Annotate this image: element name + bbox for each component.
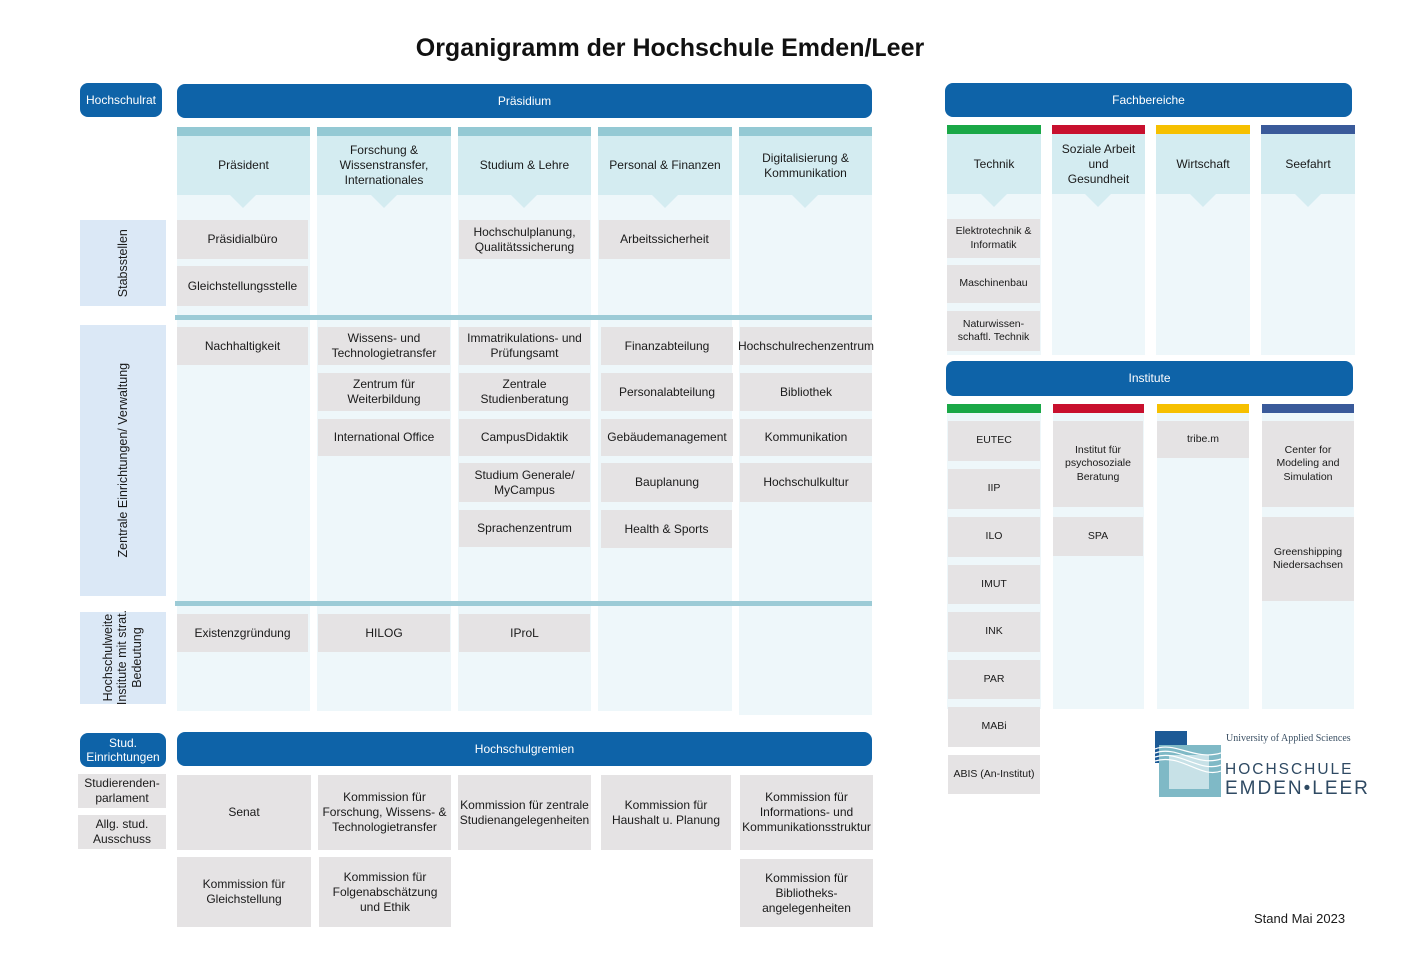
box-kommunikation: Kommunikation: [740, 419, 872, 456]
column-head-forschung: Forschung & Wissenstransfer, Internation…: [317, 136, 451, 195]
box-rechenzentrum: Hochschulrechenzentrum: [738, 327, 874, 365]
down-arrow-icon: [652, 195, 678, 208]
hochschulgremien-header: Hochschulgremien: [177, 732, 872, 766]
column-stripe: [317, 127, 451, 136]
stripe-seefahrt: [1262, 404, 1354, 413]
down-arrow-icon: [511, 195, 537, 208]
box-arbeitssicherheit: Arbeitssicherheit: [599, 220, 730, 259]
box-gebaeudemanagement: Gebäudemanagement: [601, 419, 733, 456]
stripe-soziale-arbeit: [1053, 404, 1144, 413]
logo-name-line2: EMDEN•LEER: [1225, 778, 1370, 799]
box-praesidialbuero: Präsidialbüro: [177, 220, 308, 259]
side-label-institute: Hochschulweite Institute mit strat. Bede…: [80, 610, 166, 706]
box-studierendenparlament: Studierenden-parlament: [78, 774, 166, 808]
box-kommission-bibliothek: Kommission für Bibliotheks-angelegenheit…: [740, 859, 873, 927]
column-head-technik: Technik: [947, 134, 1041, 194]
box-senat: Senat: [177, 775, 311, 850]
column-head-studium: Studium & Lehre: [458, 136, 591, 195]
box-eutec: EUTEC: [948, 421, 1040, 461]
column-head-personal: Personal & Finanzen: [598, 136, 732, 195]
box-center-modeling: Center for Modeling and Simulation: [1262, 421, 1354, 507]
side-label-zentrale: Zentrale Einrichtungen/ Verwaltung: [80, 325, 166, 596]
column-head-seefahrt: Seefahrt: [1261, 134, 1355, 194]
box-abis: ABIS (An-Institut): [948, 755, 1040, 794]
box-studienberatung: Zentrale Studienberatung: [459, 373, 590, 411]
box-ink: INK: [948, 612, 1040, 652]
box-gleichstellungsstelle: Gleichstellungsstelle: [177, 266, 308, 306]
box-mabi: MABi: [948, 707, 1040, 747]
stud-einrichtungen-header: Stud. Einrichtungen: [80, 733, 166, 767]
column-stripe: [739, 127, 872, 136]
box-kommission-studienangelegenheiten: Kommission für zentrale Studienangelegen…: [458, 775, 591, 850]
down-arrow-icon: [371, 195, 397, 208]
box-kommission-forschung: Kommission für Forschung, Wissens- & Tec…: [318, 775, 451, 850]
box-kommission-ethik: Kommission für Folgenabschätzung und Eth…: [319, 857, 451, 927]
fachbereiche-header: Fachbereiche: [945, 83, 1352, 117]
box-tribe-m: tribe.m: [1157, 421, 1249, 458]
down-arrow-icon: [230, 195, 256, 208]
column-stripe: [177, 127, 310, 136]
column-stripe: [598, 127, 732, 136]
hochschulrat-header: Hochschulrat: [80, 83, 162, 117]
stripe-soziale-arbeit: [1052, 125, 1145, 134]
box-hochschulkultur: Hochschulkultur: [740, 463, 872, 502]
column-head-soziale-arbeit: Soziale Arbeit und Gesundheit: [1052, 134, 1145, 194]
box-sprachenzentrum: Sprachenzentrum: [459, 510, 590, 547]
column-stripe: [458, 127, 591, 136]
side-label-stabsstellen: Stabsstellen: [80, 220, 166, 306]
stripe-wirtschaft: [1157, 404, 1249, 413]
box-iip: IIP: [948, 469, 1040, 509]
box-pruefungsamt: Immatrikulations- und Prüfungsamt: [459, 327, 590, 365]
box-finanzabteilung: Finanzabteilung: [601, 327, 733, 365]
page-title: Organigramm der Hochschule Emden/Leer: [415, 34, 925, 62]
logo-name-line1: HOCHSCHULE: [1225, 761, 1354, 778]
box-studium-generale: Studium Generale/ MyCampus: [459, 463, 590, 502]
box-elektrotechnik: Elektrotechnik & Informatik: [947, 219, 1040, 258]
box-personalabteilung: Personalabteilung: [601, 373, 733, 411]
down-arrow-icon: [1295, 194, 1321, 207]
down-arrow-icon: [981, 194, 1007, 207]
stand-date: Stand Mai 2023: [1254, 911, 1346, 926]
box-naturwissenschaft: Naturwissen-schaftl. Technik: [947, 311, 1040, 351]
box-hilog: HILOG: [318, 614, 450, 652]
box-kommission-iuk: Kommission für Informations- und Kommuni…: [740, 775, 873, 850]
university-logo-icon: [1154, 731, 1222, 797]
box-bibliothek: Bibliothek: [740, 373, 872, 411]
down-arrow-icon: [1085, 194, 1111, 207]
logo-tagline: University of Applied Sciences: [1226, 733, 1351, 744]
section-divider: [175, 601, 872, 606]
box-ilo: ILO: [948, 517, 1040, 557]
box-psychosoziale-beratung: Institut für psychosoziale Beratung: [1053, 421, 1143, 507]
box-international-office: International Office: [318, 419, 450, 456]
stripe-wirtschaft: [1156, 125, 1250, 134]
box-imut: IMUT: [948, 565, 1040, 604]
box-health-sports: Health & Sports: [601, 510, 732, 548]
box-hochschulplanung: Hochschulplanung, Qualitätssicherung: [459, 220, 590, 259]
section-divider: [175, 315, 872, 320]
column-head-digitalisierung: Digitalisierung & Kommunikation: [739, 136, 872, 195]
box-nachhaltigkeit: Nachhaltigkeit: [177, 327, 308, 365]
institute-header: Institute: [946, 361, 1353, 396]
praesidium-header: Präsidium: [177, 84, 872, 118]
column-head-praesident: Präsident: [177, 136, 310, 195]
stripe-technik: [947, 125, 1041, 134]
box-greenshipping: Greenshipping Niedersachsen: [1262, 517, 1354, 601]
down-arrow-icon: [792, 195, 818, 208]
column-head-wirtschaft: Wirtschaft: [1156, 134, 1250, 194]
down-arrow-icon: [1190, 194, 1216, 207]
stripe-seefahrt: [1261, 125, 1355, 134]
box-maschinenbau: Maschinenbau: [947, 265, 1040, 303]
box-existenzgruendung: Existenzgründung: [177, 614, 308, 652]
box-wissenstransfer: Wissens- und Technologietransfer: [318, 327, 450, 365]
box-kommission-gleichstellung: Kommission für Gleichstellung: [177, 857, 311, 927]
box-par: PAR: [948, 660, 1040, 699]
box-kommission-haushalt: Kommission für Haushalt u. Planung: [601, 775, 731, 850]
box-weiterbildung: Zentrum für Weiterbildung: [318, 373, 450, 411]
box-campusdidaktik: CampusDidaktik: [459, 419, 590, 456]
box-bauplanung: Bauplanung: [601, 463, 733, 502]
box-iprol: IProL: [459, 614, 590, 652]
stripe-technik: [947, 404, 1041, 413]
box-asta: Allg. stud. Ausschuss: [78, 815, 166, 849]
box-spa: SPA: [1053, 517, 1143, 556]
